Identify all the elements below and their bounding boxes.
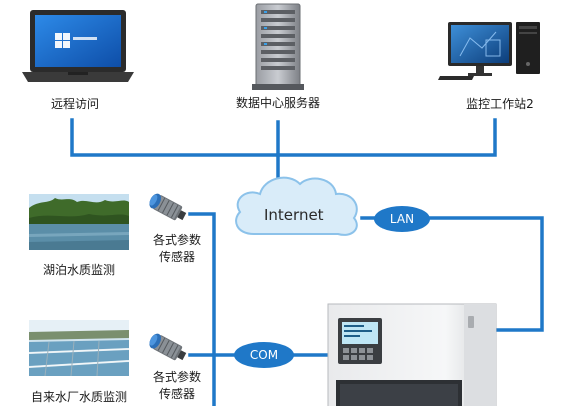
sensor-probe-icon bbox=[149, 193, 187, 221]
sensor-probe-icon bbox=[149, 333, 187, 361]
sensor1-label-line1: 各式参数 bbox=[152, 233, 201, 247]
top-bus-line bbox=[70, 118, 497, 157]
server-label: 数据中心服务器 bbox=[235, 96, 320, 110]
cloud-icon bbox=[235, 176, 358, 236]
workstation-label: 监控工作站2 bbox=[466, 97, 534, 111]
waterworks-label: 自来水厂水质监测 bbox=[30, 390, 127, 404]
lan-line bbox=[360, 216, 544, 332]
sensor-bus-line bbox=[188, 212, 216, 406]
desktop-computer-icon bbox=[438, 22, 540, 80]
com-badge: COM bbox=[234, 342, 294, 368]
sensor1-label-line2: 传感器 bbox=[158, 250, 195, 264]
sensor2-label-line2: 传感器 bbox=[158, 387, 195, 401]
lake-photo bbox=[29, 194, 129, 250]
sensor2-label-line1: 各式参数 bbox=[152, 370, 201, 384]
server-rack-icon bbox=[252, 3, 304, 90]
lake-label: 湖泊水质监测 bbox=[42, 263, 115, 277]
cloud-label: Internet bbox=[264, 206, 324, 224]
laptop-icon bbox=[22, 10, 134, 82]
lan-badge: LAN bbox=[374, 206, 430, 232]
waterworks-photo bbox=[29, 320, 129, 376]
laptop-label: 远程访问 bbox=[50, 97, 99, 111]
water-analyzer-cabinet-icon bbox=[327, 303, 497, 406]
